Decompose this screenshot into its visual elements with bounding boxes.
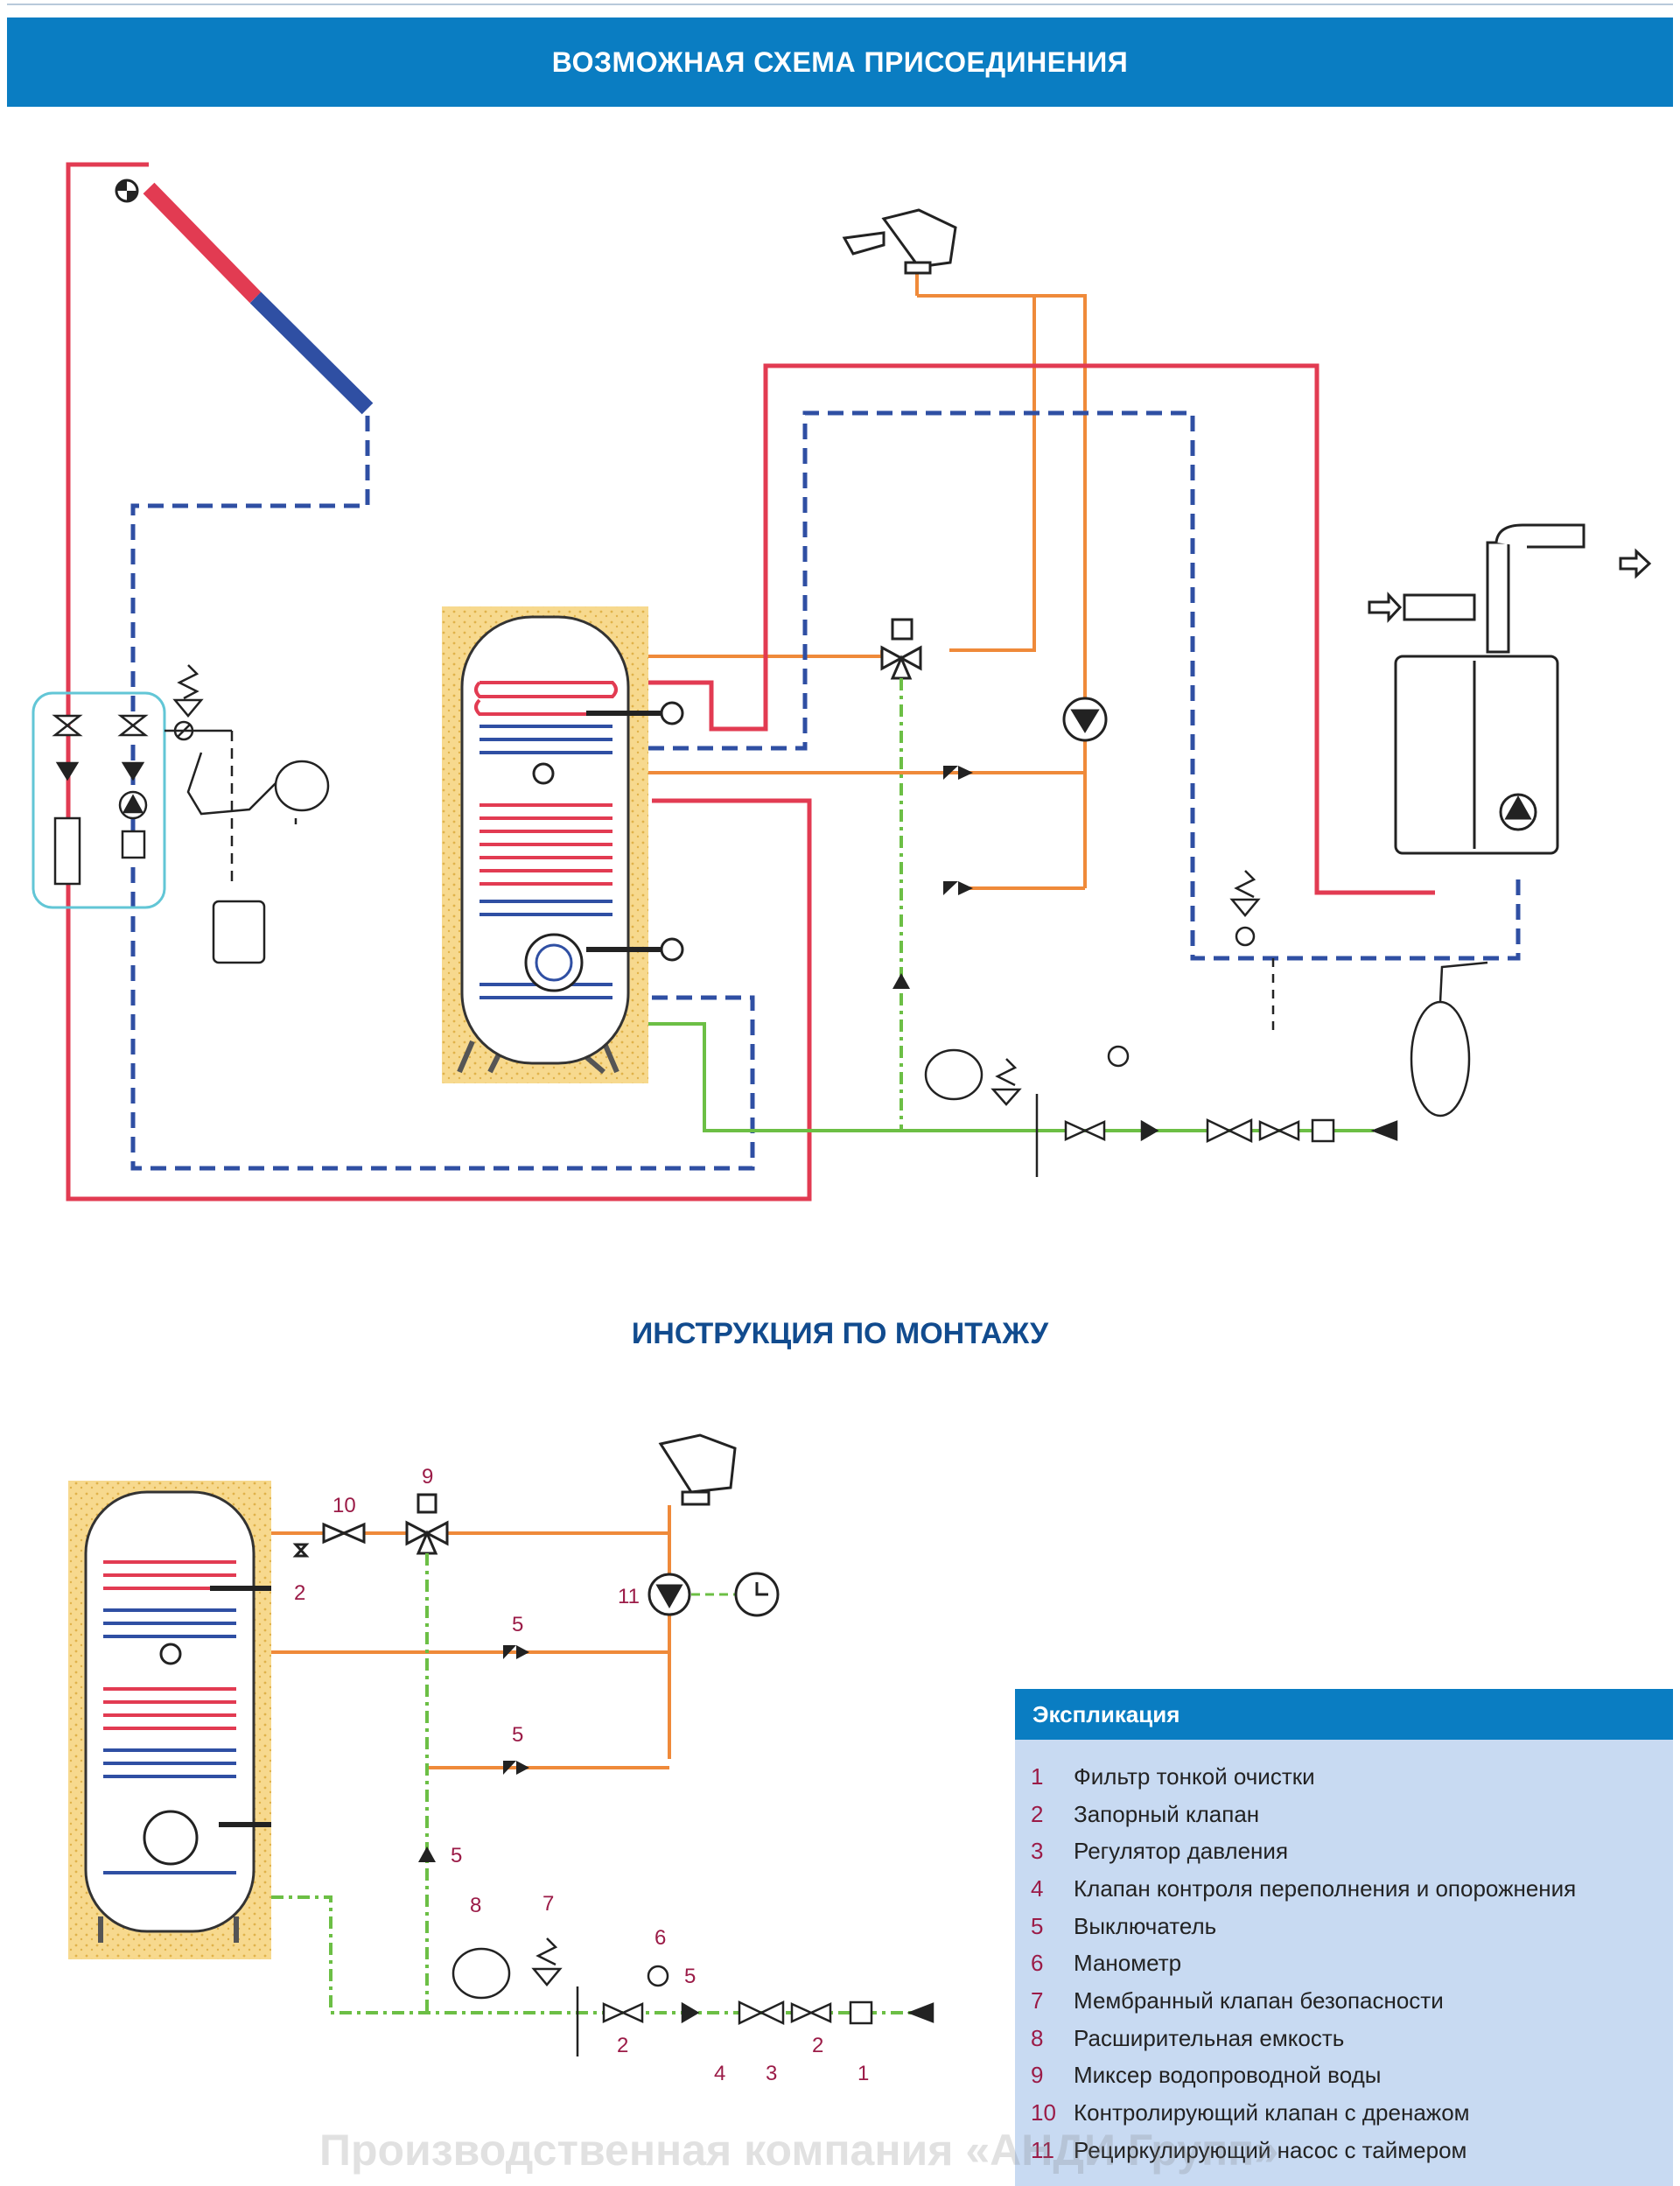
recirc-pump-icon <box>1062 697 1108 742</box>
legend-item-number: 4 <box>1031 1875 1044 1902</box>
solar-safety-group <box>164 664 330 964</box>
dhw-pipes <box>648 271 1087 890</box>
legend-title: Экспликация <box>1015 1689 1673 1740</box>
legend-item-number: 5 <box>1031 1913 1044 1939</box>
legend-item-number: 10 <box>1031 2099 1056 2126</box>
install-faucet-icon <box>658 1433 737 1506</box>
legend-item-number: 3 <box>1031 1838 1044 1864</box>
legend-item: 11 Рециркулирующий насос с таймером <box>1015 2132 1673 2168</box>
legend-item: 2 Запорный клапан <box>1015 1796 1673 1832</box>
top-rule <box>7 4 1673 5</box>
install-recirc-pump-icon <box>648 1572 780 1617</box>
boiler-hot-pipe <box>648 363 1435 895</box>
legend-item-label: Манометр <box>1074 1950 1182 1976</box>
legend-item: 10 Контролирующий клапан с дренажом <box>1015 2094 1673 2131</box>
solar-collector <box>115 179 374 415</box>
legend-item: 6 Манометр <box>1015 1944 1673 1981</box>
legend-item: 5 Выключатель <box>1015 1908 1673 1944</box>
legend-item-label: Мембранный клапан безопасности <box>1074 1987 1444 2014</box>
callout-3: 3 <box>766 2062 777 2085</box>
legend-item-label: Запорный клапан <box>1074 1801 1260 1827</box>
section-title: ИНСТРУКЦИЯ ПО МОНТАЖУ <box>631 1317 1049 1350</box>
mixer-valve-icon <box>880 618 922 680</box>
solar-hot-pipe <box>66 162 812 1202</box>
install-inlet-group <box>452 1937 934 2056</box>
legend-item: 8 Расширительная емкость <box>1015 2020 1673 2056</box>
callout-11: 11 <box>618 1585 640 1608</box>
legend-item-number: 9 <box>1031 2062 1044 2088</box>
callout-1: 1 <box>858 2062 869 2085</box>
callout-6: 6 <box>654 1926 666 1950</box>
install-check-vertical-icon <box>418 1846 436 1862</box>
solar-return-coil-pipe <box>634 995 755 1133</box>
install-check-valve-icon <box>503 1645 529 1659</box>
callout-5: 5 <box>684 1965 696 1988</box>
solar-station-components <box>52 714 194 886</box>
callout-10: 10 <box>332 1494 356 1517</box>
check-valve-icon <box>943 766 973 780</box>
callout-8: 8 <box>470 1894 481 1917</box>
watermark: Производственная компания «АНДИ Групп» <box>319 2126 1279 2175</box>
legend-item-label: Регулятор давления <box>1074 1838 1289 1864</box>
install-valve-10-icon <box>292 1522 366 1558</box>
callout-5: 5 <box>451 1844 462 1867</box>
legend-item-label: Расширительная емкость <box>1074 2025 1345 2051</box>
callout-4: 4 <box>714 2062 725 2085</box>
page-title: ВОЗМОЖНАЯ СХЕМА ПРИСОЕДИНЕНИЯ <box>7 18 1673 107</box>
check-valve-icon <box>943 881 973 895</box>
legend-item: 3 Регулятор давления <box>1015 1832 1673 1869</box>
mains-pipes <box>648 678 1374 1132</box>
legend-panel: Экспликация 1 Фильтр тонкой очистки 2 Запо… <box>1015 1689 1673 2186</box>
legend-item-number: 11 <box>1031 2137 1054 2163</box>
storage-tank-install <box>68 1481 271 1959</box>
legend-item-number: 6 <box>1031 1950 1044 1976</box>
solar-return-pipe <box>130 416 755 1171</box>
legend-item-number: 7 <box>1031 1987 1044 2014</box>
callout-5: 5 <box>512 1723 523 1747</box>
boiler-return-pipe <box>648 410 1521 961</box>
legend-item: 7 Мембранный клапан безопасности <box>1015 1982 1673 2019</box>
callout-2: 2 <box>617 2034 628 2057</box>
callout-2: 2 <box>812 2034 823 2057</box>
legend-item-label: Фильтр тонкой очистки <box>1074 1763 1315 1790</box>
callout-2: 2 <box>294 1581 305 1605</box>
gas-boiler <box>1368 523 1652 855</box>
legend-item-label: Миксер водопроводной воды <box>1074 2062 1382 2088</box>
legend-item-label: Контролирующий клапан с дренажом <box>1074 2099 1470 2126</box>
install-check-valve-icon <box>503 1761 529 1775</box>
legend-item-number: 1 <box>1031 1763 1044 1790</box>
legend-item: 4 Клапан контроля переполнения и опорожне… <box>1015 1870 1673 1907</box>
solar-station <box>32 691 166 909</box>
legend-item-label: Выключатель <box>1074 1913 1217 1939</box>
faucet-icon <box>842 208 957 275</box>
legend-item-label: Рециркулирующий насос с таймером <box>1074 2137 1467 2163</box>
tank-sensor-bottom-icon <box>660 937 684 962</box>
legend-item-number: 2 <box>1031 1801 1044 1827</box>
callout-9: 9 <box>422 1465 433 1489</box>
callout-7: 7 <box>542 1892 554 1916</box>
mains-inlet-group <box>924 1045 1398 1177</box>
install-mains-pipes <box>271 1553 914 2014</box>
legend-item-number: 8 <box>1031 2025 1044 2051</box>
legend-item-label: Клапан контроля переполнения и опорожнен… <box>1074 1875 1577 1902</box>
storage-tank <box>442 606 684 1083</box>
install-mixer-icon <box>405 1493 449 1555</box>
boiler-safety-group <box>1229 870 1488 1118</box>
tank-sensor-top-icon <box>660 701 684 725</box>
check-valve-vertical-icon <box>892 973 910 989</box>
legend-item: 1 Фильтр тонкой очистки <box>1015 1758 1673 1795</box>
legend-item: 9 Миксер водопроводной воды <box>1015 2056 1673 2093</box>
callout-5: 5 <box>512 1613 523 1636</box>
install-dhw-pipes <box>271 1505 671 1769</box>
